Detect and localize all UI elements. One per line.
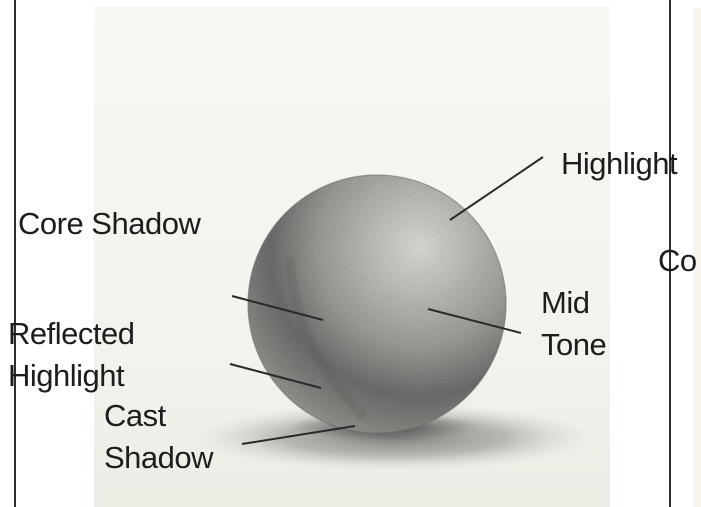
sphere-body — [248, 175, 506, 433]
label-cast-shadow: Cast Shadow — [104, 395, 213, 479]
left-border-line — [14, 0, 16, 507]
label-highlight: Highlight — [561, 143, 677, 185]
label-core-shadow: Core Shadow — [18, 203, 200, 245]
label-cut-off: Co — [658, 240, 697, 282]
label-reflected-highlight: Reflected Highlight — [8, 313, 134, 397]
label-mid-tone: Mid Tone — [541, 282, 606, 366]
